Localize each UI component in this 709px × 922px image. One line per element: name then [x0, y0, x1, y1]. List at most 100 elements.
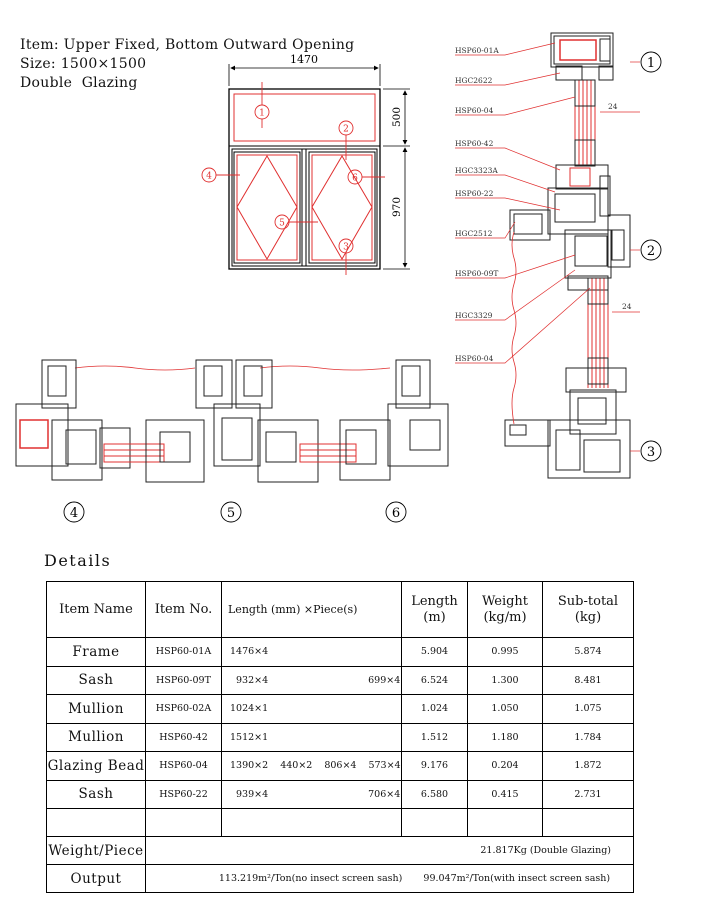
item-no-cell: HSP60-04 [145, 751, 222, 781]
window-elevation: 1470 500 970 1 2 3 4 5 [201, 53, 410, 275]
section-marker-6: 6 [392, 506, 400, 521]
length-piece-value: 706×4 [368, 788, 401, 800]
details-title: Details [44, 551, 112, 570]
header-row: Item Name Item No. Length (mm) ×Piece(s)… [46, 581, 634, 638]
item-no-cell: HSP60-42 [145, 722, 222, 752]
marker-5: 5 [279, 219, 285, 229]
item-name-cell: Mullion [46, 722, 146, 752]
length-piece-value: 1024×1 [230, 703, 269, 715]
length-piece-cell: 1476×4 [221, 637, 402, 667]
subtotal-cell: 8.481 [542, 665, 634, 695]
subtotal-cell: 1.872 [542, 751, 634, 781]
item-no-cell: HSP60-22 [145, 779, 222, 809]
length-piece-value: 440×2 [280, 760, 313, 772]
subtotal-cell: 1.075 [542, 694, 634, 724]
section-marker-5: 5 [227, 506, 235, 521]
item-name-cell: Mullion [46, 694, 146, 724]
item-description: Item: Upper Fixed, Bottom Outward Openin… [20, 37, 355, 53]
vertical-section: HSP60-01A HGC2622 HSP60-04 HSP60-42 HGC3… [455, 32, 662, 479]
item-no-cell: HSP60-02A [145, 694, 222, 724]
details-table: Item Name Item No. Length (mm) ×Piece(s)… [46, 581, 634, 893]
section-marker-4: 4 [70, 506, 78, 521]
header-item-no: Item No. [145, 581, 222, 638]
length-piece-value: 699×4 [368, 674, 401, 686]
subtotal-cell: 5.874 [542, 637, 634, 667]
length-piece-value: 573×4 [368, 760, 401, 772]
length-piece-value: 1512×1 [230, 731, 269, 743]
label-hsp60-04-top: HSP60-04 [455, 106, 494, 115]
weight-cell: 0.204 [467, 751, 543, 781]
output-label: Output [46, 864, 146, 893]
glass-dim-2: 24 [622, 302, 632, 311]
header-subtotal: Sub-total(kg) [542, 581, 634, 638]
length-cell: 1.024 [401, 694, 468, 724]
label-hgc2512: HGC2512 [455, 229, 493, 238]
width-dimension: 1470 [290, 53, 318, 66]
label-hgc3329: HGC3329 [455, 311, 493, 320]
marker-2: 2 [343, 125, 349, 135]
length-cell: 9.176 [401, 751, 468, 781]
length-piece-cell: 1512×1 [221, 722, 402, 752]
item-name-cell: Glazing Bead [46, 751, 146, 781]
length-piece-value: 806×4 [324, 760, 357, 772]
subtotal-cell: 2.731 [542, 779, 634, 809]
label-hgc2622: HGC2622 [455, 76, 493, 85]
header-length-piece: Length (mm) ×Piece(s) [221, 581, 402, 638]
length-piece-cell: 932×4 699×4 [221, 665, 402, 695]
header-length: Length(m) [401, 581, 468, 638]
item-name-cell: Frame [46, 637, 146, 667]
weight-piece-label: Weight/Piece [46, 836, 146, 865]
output-value-with-screen: 99.047m²/Ton(with insect screen sash) [423, 873, 611, 884]
length-cell: 5.904 [401, 637, 468, 667]
subtotal-cell: 1.784 [542, 722, 634, 752]
label-hsp60-04-bottom: HSP60-04 [455, 354, 494, 363]
lower-dimension: 970 [391, 197, 403, 217]
length-cell: 6.524 [401, 665, 468, 695]
section-marker-1: 1 [647, 56, 655, 71]
output-value: 113.219m²/Ton(no insect screen sash) 99.… [145, 864, 634, 893]
label-hgc3323a: HGC3323A [455, 166, 498, 175]
length-piece-value: 932×4 [236, 674, 269, 686]
item-no-cell: HSP60-01A [145, 637, 222, 667]
item-name-cell: Sash [46, 665, 146, 695]
length-piece-value: 1476×4 [230, 646, 269, 658]
marker-4: 4 [206, 172, 212, 182]
item-no-cell: HSP60-09T [145, 665, 222, 695]
label-hsp60-01a: HSP60-01A [455, 46, 499, 55]
header-weight: Weight(kg/m) [467, 581, 543, 638]
length-piece-cell: 1024×1 [221, 694, 402, 724]
section-marker-3: 3 [647, 445, 655, 460]
weight-cell: 1.180 [467, 722, 543, 752]
technical-drawing: 1470 500 970 1 2 3 4 5 [15, 32, 662, 523]
empty-row [46, 808, 634, 837]
item-name-cell: Sash [46, 779, 146, 809]
glass-dim-1: 24 [608, 102, 618, 111]
length-piece-value: 939×4 [236, 788, 269, 800]
length-cell: 1.512 [401, 722, 468, 752]
header-item-name: Item Name [46, 581, 146, 638]
label-hsp60-42: HSP60-42 [455, 139, 494, 148]
weight-cell: 0.415 [467, 779, 543, 809]
length-piece-cell: 939×4 706×4 [221, 779, 402, 809]
output-row: Output 113.219m²/Ton(no insect screen sa… [46, 864, 634, 893]
weight-piece-row: Weight/Piece 21.817Kg (Double Glazing) [46, 836, 634, 865]
label-hsp60-09t: HSP60-09T [455, 269, 498, 278]
marker-6: 6 [352, 174, 358, 184]
weight-cell: 1.300 [467, 665, 543, 695]
weight-cell: 0.995 [467, 637, 543, 667]
marker-3: 3 [343, 243, 349, 253]
horizontal-section: 4 5 6 [15, 359, 449, 523]
label-hsp60-22: HSP60-22 [455, 189, 494, 198]
size-description: Size: 1500×1500 [20, 56, 147, 72]
upper-dimension: 500 [391, 107, 403, 127]
marker-1: 1 [259, 109, 265, 119]
output-value-no-screen: 113.219m²/Ton(no insect screen sash) [218, 873, 403, 884]
length-piece-value: 1390×2 [230, 760, 269, 772]
length-cell: 6.580 [401, 779, 468, 809]
